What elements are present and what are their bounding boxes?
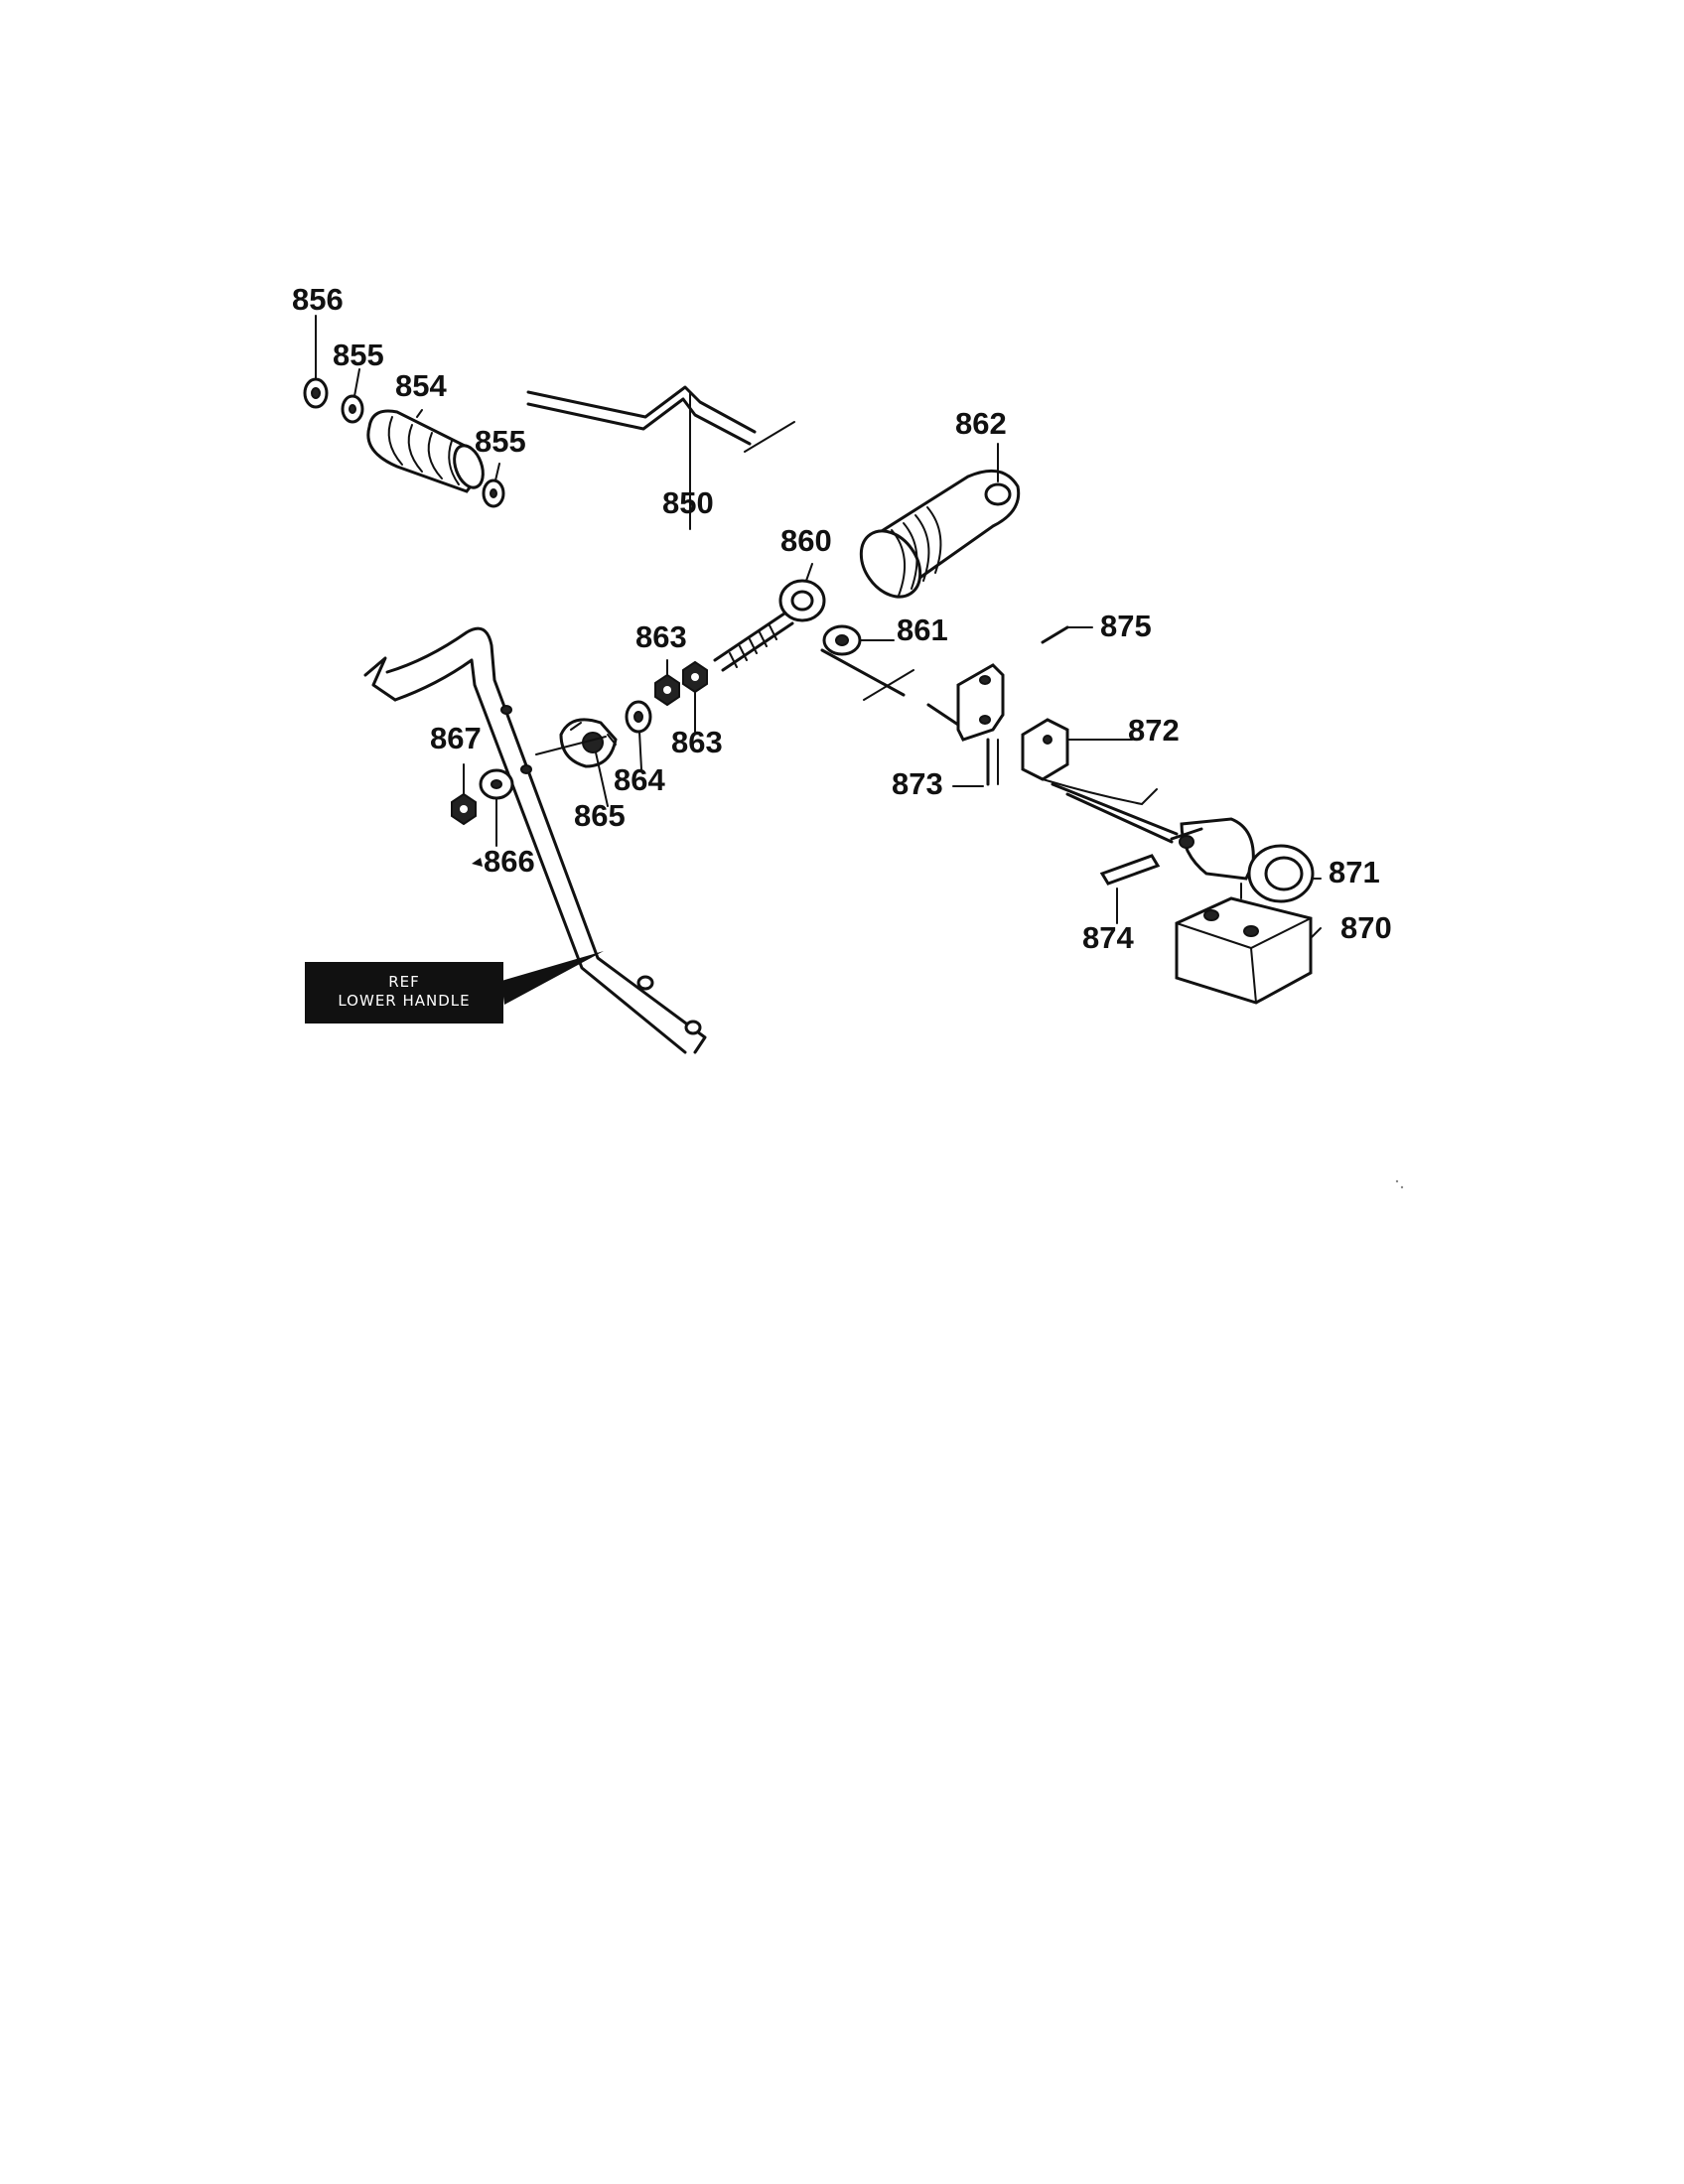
washer-856 <box>303 377 329 409</box>
part-labels: 856 855 854 855 850 862 860 861 863 863 … <box>292 282 1392 955</box>
base-870 <box>1175 883 1313 1005</box>
label-862: 862 <box>955 406 1007 441</box>
lower-handle <box>363 626 707 1054</box>
washer-855-upper <box>341 394 364 424</box>
clevis-bracket <box>956 663 1005 742</box>
label-870: 870 <box>1340 910 1392 945</box>
label-863-upper: 863 <box>635 619 687 654</box>
nut-863-lower <box>682 660 708 694</box>
ref-box-line1: REF <box>388 973 420 991</box>
label-872: 872 <box>1128 713 1180 748</box>
shift-rod-850 <box>526 385 795 453</box>
scan-specks <box>1395 1179 1404 1189</box>
label-855-lower: 855 <box>475 424 526 459</box>
label-871: 871 <box>1329 855 1380 889</box>
pin-874 <box>1099 854 1161 914</box>
pin-875 <box>1041 625 1093 644</box>
nut-863-upper <box>654 673 680 707</box>
label-873: 873 <box>892 766 943 801</box>
nut-867 <box>451 792 477 826</box>
grip-854 <box>366 409 485 493</box>
washer-855-lower <box>482 478 505 508</box>
label-865: 865 <box>574 798 626 833</box>
label-860: 860 <box>780 523 832 558</box>
label-864: 864 <box>614 762 665 797</box>
label-850: 850 <box>662 485 714 520</box>
label-867: 867 <box>430 721 482 755</box>
label-866: 866 <box>484 844 535 879</box>
cable <box>820 648 975 737</box>
label-874: 874 <box>1082 920 1134 955</box>
washer-861 <box>822 624 862 656</box>
washer-866 <box>479 768 514 800</box>
eye-bolt-860 <box>713 579 826 672</box>
guide-tube-862 <box>859 469 1021 599</box>
lower-cable <box>1051 782 1179 844</box>
washer-864 <box>625 700 652 734</box>
label-855-upper: 855 <box>333 338 384 372</box>
label-861: 861 <box>897 613 948 647</box>
label-854: 854 <box>395 368 447 403</box>
label-856: 856 <box>292 282 344 317</box>
leader-lines <box>315 315 1322 939</box>
pivot-871 <box>1170 817 1315 903</box>
label-875: 875 <box>1100 609 1152 643</box>
bracket-865 <box>559 718 618 768</box>
ref-lower-handle-box: REF LOWER HANDLE <box>305 951 604 1024</box>
ref-box-line2: LOWER HANDLE <box>338 992 470 1010</box>
label-863-lower: 863 <box>671 725 723 759</box>
pin-873 <box>952 738 999 787</box>
